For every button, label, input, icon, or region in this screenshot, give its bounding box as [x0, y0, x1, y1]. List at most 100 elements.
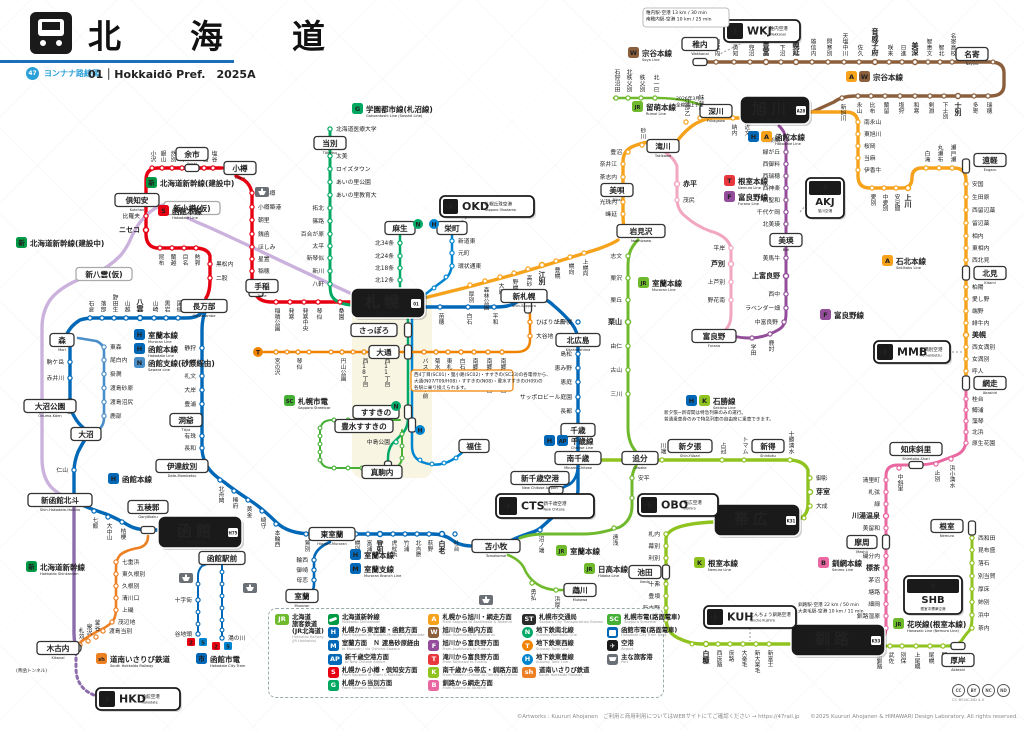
station-label: 駒ケ岳: [47, 358, 65, 366]
station-label: ✈: [880, 346, 889, 359]
station-dot: [458, 349, 464, 355]
station-label: 千代ケ岡: [757, 208, 780, 216]
station-dot: [611, 525, 617, 531]
line-name: 室蘭支線: [364, 564, 394, 574]
station-dot: [113, 595, 119, 601]
legend-label: 道南いさりび鉄道: [539, 666, 590, 674]
station-dot: [719, 457, 725, 463]
station-label: 渡島当別: [109, 627, 132, 635]
station-box-label: 大沼: [78, 429, 94, 439]
station-dot: [787, 457, 793, 463]
line-name: 千歳線: [571, 436, 594, 446]
legend-chip-S: S: [327, 666, 339, 678]
line-chip: [134, 329, 145, 340]
station-dot: [702, 640, 710, 648]
station-label: 幌別: [353, 539, 360, 553]
station-dot: [169, 165, 175, 171]
station-box-label: 室蘭: [294, 591, 310, 601]
major-station-romaji: Sapporo: [376, 311, 393, 316]
legend-sublabel: From Sapporo to Asahikawa & Abashiri: [442, 620, 513, 625]
legend-chip-A: A: [428, 614, 440, 625]
station-romaji: Yoichi: [187, 162, 197, 166]
station-label: 社台: [452, 539, 459, 553]
line-name: 函館本線: [122, 474, 152, 484]
station-dot: [663, 543, 669, 549]
station-box-label: 長万部: [193, 301, 216, 311]
station-dot: [883, 477, 889, 483]
station-label: 士別: [954, 101, 963, 117]
port-ship-glyph: [185, 574, 187, 578]
legend-sublabel: Subway Namboku Line: [536, 633, 578, 638]
station-box-label: 鵡川: [572, 585, 587, 595]
subway-chip: [391, 401, 401, 411]
station-romaji: Ikeda: [640, 580, 650, 584]
station-dot: [783, 137, 789, 143]
cc-icon-nd: ND: [997, 684, 1010, 697]
legend-chip-K: K: [428, 666, 440, 678]
line-name-romaji: Senmo Line: [832, 568, 854, 572]
station-label: H: [431, 221, 436, 228]
note-text: (青函トンネル): [16, 667, 47, 674]
station-box: [361, 464, 403, 480]
interchange-capsule: [908, 460, 924, 470]
line-chip: [556, 545, 567, 556]
station-label: A: [764, 133, 769, 141]
station-dot: [783, 291, 789, 297]
station-box-label: 森: [58, 335, 66, 345]
station-dot: [199, 345, 205, 351]
station-label: 百合が原: [301, 230, 324, 238]
legend-sublabel: From Asahikawa to Furano: [442, 646, 490, 651]
station-label: 新: [28, 562, 35, 571]
station-label: あいの里公園: [336, 179, 371, 186]
station-label: 栗山: [608, 317, 622, 326]
station-dot: [199, 387, 205, 393]
station-dot: [249, 190, 255, 196]
station-label: T: [256, 349, 261, 356]
legend-sublabel: to Muroran / via Oshima-Sawara: [341, 646, 400, 651]
station-dot: [674, 197, 680, 203]
major-station-romaji: Asahikawa: [760, 118, 782, 123]
station-label: 富浦: [365, 539, 372, 553]
station-dot: [855, 167, 861, 173]
station-dot: [782, 272, 790, 280]
station-dot: [620, 161, 626, 167]
station-dot: [113, 607, 119, 613]
station-label: 琴似: [295, 358, 302, 370]
station-dot: [136, 314, 144, 322]
station-label: AP: [559, 439, 567, 445]
station-romaji: Iwamizawa: [631, 239, 651, 243]
station-dot: [142, 226, 150, 234]
airport-code: HKD: [119, 693, 146, 706]
station-label: 黒岩: [163, 300, 170, 313]
station-tick: [317, 441, 323, 447]
station-dot: [249, 204, 255, 210]
station-label: S: [161, 207, 166, 215]
major-station-box: [713, 503, 801, 537]
station-box: [973, 152, 1007, 168]
station-box-label: 知床斜里: [901, 444, 932, 454]
station-box-label: 美瑛: [778, 235, 794, 245]
station-label: 北24条: [375, 252, 394, 260]
station-label: F: [727, 193, 731, 201]
station-label: 石倉: [87, 300, 94, 313]
station-box: [941, 652, 975, 668]
legend-label: 旭川から富良野方面: [442, 640, 500, 648]
airport-name: たんちょう釧路空港: [750, 611, 792, 618]
rail-line-tram_s: [319, 419, 403, 469]
station-dot: [575, 351, 581, 357]
station-romaji: Nemuro: [940, 534, 954, 538]
station-tick: [331, 465, 337, 471]
station-dot: [119, 519, 125, 525]
station-dot: [390, 531, 396, 537]
station-dot: [663, 555, 669, 561]
subway-chip: [413, 219, 423, 229]
station-dot: [452, 531, 458, 537]
station-label: 大楽毛: [740, 649, 747, 668]
station-dot: [365, 531, 371, 537]
line-chip: [694, 557, 705, 568]
station-dot: [91, 508, 97, 514]
rail-line-f_furano: [732, 124, 788, 340]
station-box: [334, 418, 394, 434]
airplane-icon: [499, 497, 517, 515]
